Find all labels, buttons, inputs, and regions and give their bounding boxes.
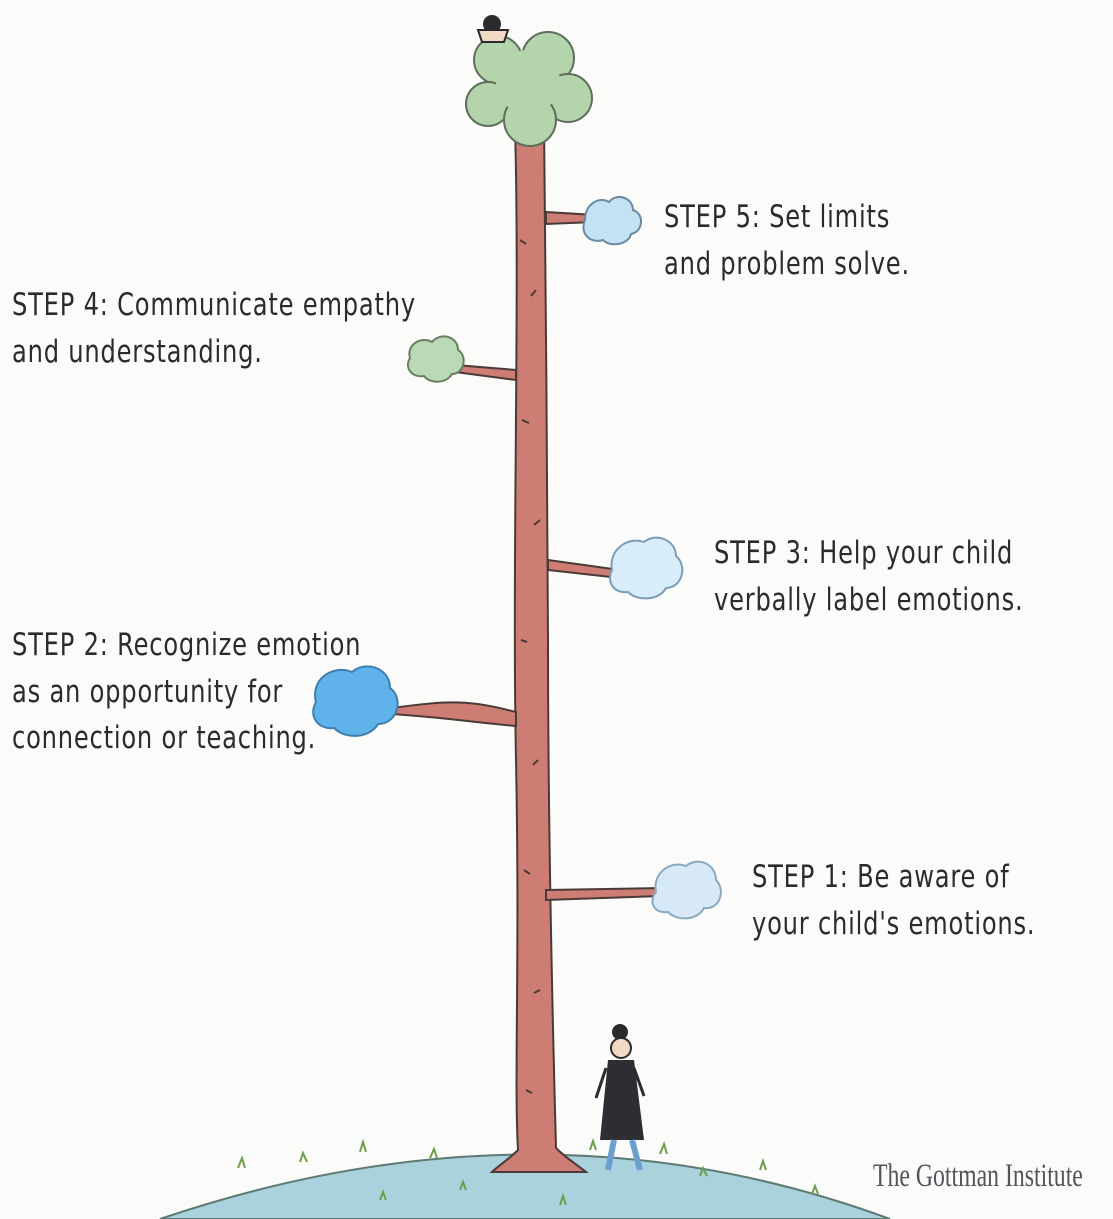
- leaf-cluster-step-1: [652, 862, 720, 919]
- child-in-treetop: [478, 15, 508, 42]
- leaf-cluster-step-4: [408, 336, 464, 381]
- leaf-cluster-step-3: [610, 538, 682, 599]
- woman-figure: [596, 1024, 644, 1170]
- leaf-cluster-step-5: [583, 197, 641, 244]
- tree-canopy: [466, 32, 592, 146]
- gottman-institute-credit: The Gottman Institute: [873, 1158, 1083, 1195]
- tree-trunk: [492, 120, 586, 1172]
